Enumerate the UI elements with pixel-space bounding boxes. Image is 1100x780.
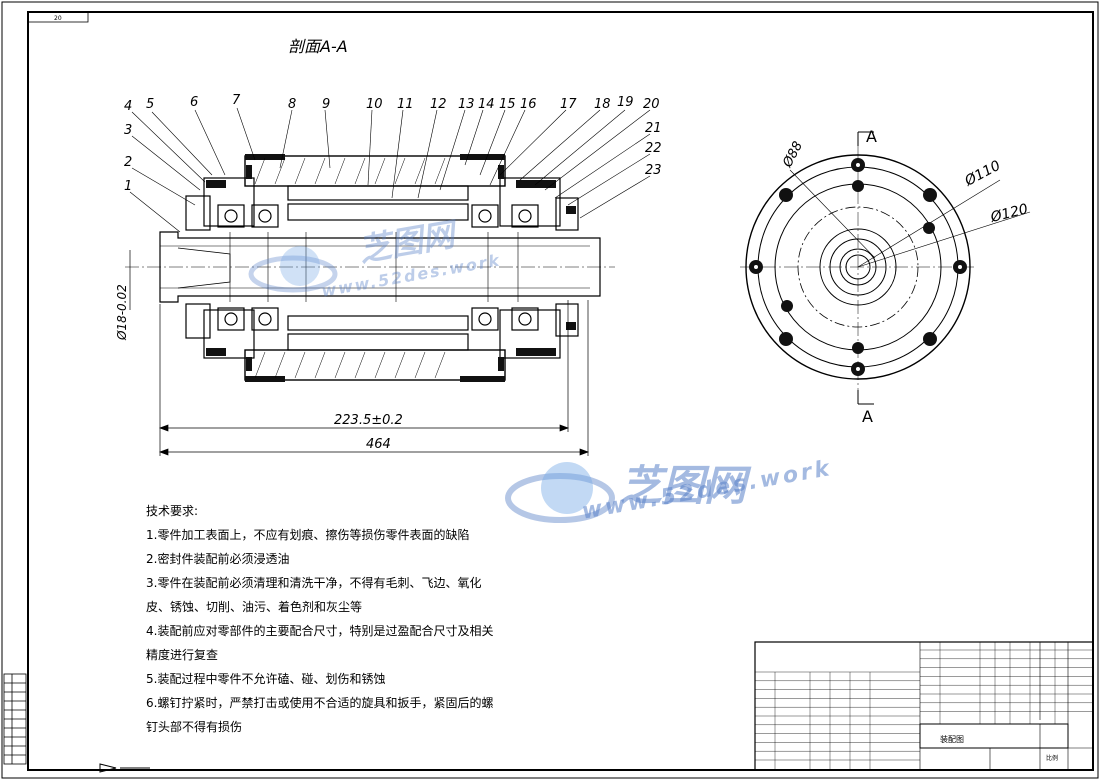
balloon-4: 4 — [124, 99, 132, 114]
dimension-inner: 223.5±0.2 — [334, 413, 403, 428]
balloon-11: 11 — [397, 97, 414, 112]
balloon-18: 18 — [594, 97, 611, 112]
requirement-line: 皮、锈蚀、切削、油污、着色剂和灰尘等 — [146, 600, 363, 614]
requirement-line: 3.零件在装配前必须清理和清洗干净，不得有毛刺、飞边、氧化 — [146, 576, 482, 590]
watermark-brand: 芝图网 — [620, 461, 747, 510]
dimension-overall: 464 — [366, 437, 391, 452]
section-title: 剖面A-A — [288, 37, 348, 56]
dimension-d120: Ø120 — [988, 201, 1030, 226]
parts-list — [755, 642, 1093, 770]
balloon-22: 22 — [645, 141, 662, 156]
balloon-5: 5 — [146, 97, 154, 112]
balloon-14: 14 — [478, 97, 495, 112]
watermark-logo-icon-small — [248, 246, 338, 293]
balloon-leaders — [129, 107, 651, 233]
balloon-2: 2 — [124, 155, 132, 170]
binding-strip — [3, 673, 27, 765]
balloon-6: 6 — [190, 95, 198, 110]
balloon-16: 16 — [520, 97, 537, 112]
section-mark-top: A — [866, 127, 877, 146]
balloon-7: 7 — [232, 93, 241, 108]
title-cell: 装配图 — [940, 734, 964, 744]
balloon-13: 13 — [458, 97, 475, 112]
requirement-line: 6.螺钉拧紧时，严禁打击或使用不合适的旋具和扳手，紧固后的螺 — [146, 696, 494, 710]
requirements-heading: 技术要求: — [146, 504, 199, 518]
balloon-17: 17 — [560, 97, 577, 112]
requirement-line: 1.零件加工表面上，不应有划痕、擦伤等损伤零件表面的缺陷 — [146, 528, 470, 542]
balloon-1: 1 — [124, 179, 132, 194]
title-block — [754, 641, 1094, 771]
section-hatching — [254, 157, 446, 379]
balloon-numbers: 1 2 3 4 5 6 7 8 9 10 11 12 13 14 15 16 1… — [124, 93, 662, 194]
section-mark-bottom: A — [862, 407, 873, 426]
balloon-3: 3 — [124, 123, 132, 138]
dimension-d88: Ø88 — [780, 139, 806, 171]
end-view-bolts — [749, 158, 967, 376]
balloon-23: 23 — [645, 163, 662, 178]
section-view — [125, 155, 615, 381]
dimension-d110: Ø110 — [961, 158, 1003, 190]
balloon-20: 20 — [643, 97, 660, 112]
orientation-arrow — [99, 763, 117, 773]
corner-tag: 20 — [54, 15, 62, 22]
inner-border — [27, 11, 1094, 771]
scale-label: 比例 — [1046, 754, 1058, 762]
balloon-15: 15 — [499, 97, 516, 112]
corner-tag-box — [27, 11, 89, 23]
requirement-line: 钉头部不得有损伤 — [146, 720, 243, 734]
watermark-logo-icon — [505, 462, 615, 523]
balloon-9: 9 — [322, 97, 330, 112]
balloon-10: 10 — [366, 97, 383, 112]
requirement-line: 2.密封件装配前必须浸透油 — [146, 552, 290, 566]
requirement-line: 精度进行复查 — [146, 648, 219, 662]
requirement-line: 4.装配前应对零部件的主要配合尺寸，特别是过盈配合尺寸及相关 — [146, 624, 494, 638]
balloon-12: 12 — [430, 97, 447, 112]
dimension-lines — [129, 250, 589, 456]
dimension-bore: Ø18-0.02 — [115, 284, 129, 341]
balloon-19: 19 — [617, 95, 634, 110]
balloon-21: 21 — [645, 121, 662, 136]
requirement-line: 5.装配过程中零件不允许磕、碰、划伤和锈蚀 — [146, 672, 386, 686]
balloon-8: 8 — [288, 97, 296, 112]
